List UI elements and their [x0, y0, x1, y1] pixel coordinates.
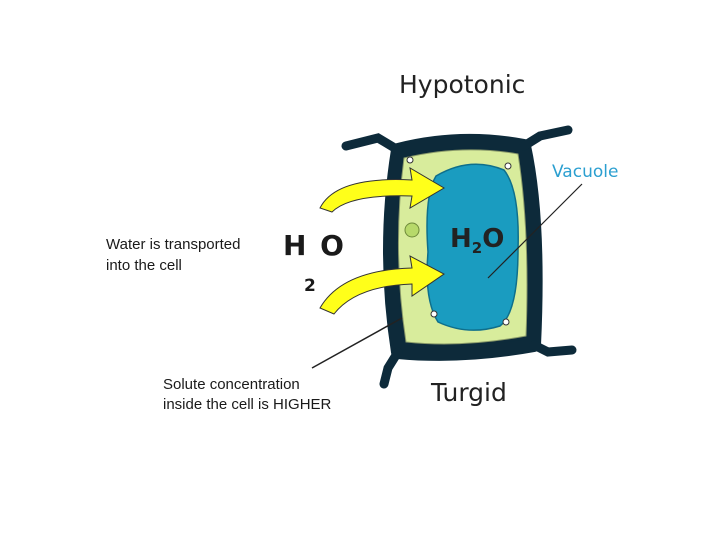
vacuole-pointer-line — [487, 183, 583, 279]
water-arrow-lower — [319, 255, 445, 315]
turgid-label: Turgid — [431, 378, 507, 407]
hypotonic-title: Hypotonic — [399, 70, 526, 99]
vacuole-water-h: H — [450, 224, 472, 254]
vesicle — [406, 156, 414, 164]
solute-concentration-note: Solute concentration inside the cell is … — [163, 375, 331, 415]
outside-water-formula: H O — [283, 229, 346, 262]
solute-note-line-1: Solute concentration — [163, 376, 300, 393]
water-transport-note: Water is transported into the cell — [106, 234, 241, 276]
vesicle — [504, 162, 512, 170]
water-arrow-upper — [319, 167, 445, 213]
outside-water-subscript: 2 — [304, 276, 316, 296]
vacuole-water-o: O — [482, 224, 505, 254]
vesicle — [430, 310, 438, 318]
water-note-line-2: into the cell — [106, 257, 182, 274]
vacuole-water-subscript: 2 — [471, 239, 483, 258]
vacuole — [426, 163, 519, 331]
solute-note-line-2: inside the cell is HIGHER — [163, 396, 332, 413]
water-note-line-1: Water is transported — [106, 236, 241, 253]
solute-pointer-line — [311, 317, 403, 369]
vacuole-label: Vacuole — [552, 162, 619, 182]
vacuole-water-formula: H2O — [450, 224, 504, 257]
vesicle — [502, 318, 510, 326]
chloroplast — [404, 222, 420, 238]
